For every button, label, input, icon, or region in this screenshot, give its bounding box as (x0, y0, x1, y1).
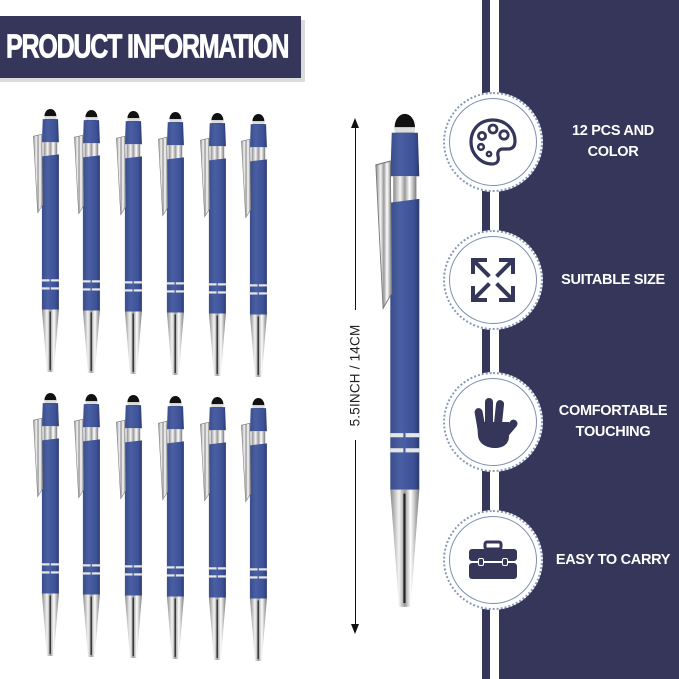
feature-icon-circle (443, 230, 543, 330)
pen-image (197, 396, 231, 673)
pen-image (155, 111, 189, 388)
feature-size: SUITABLE SIZE (443, 230, 679, 330)
feature-comfort: COMFORTABLE TOUCHING (443, 372, 679, 472)
expand-arrows-icon (471, 258, 515, 302)
pen-image (113, 110, 147, 387)
feature-label: SUITABLE SIZE (561, 271, 665, 288)
feature-label: 12 PCS AND COLOR (572, 123, 654, 160)
pen-image (71, 393, 105, 670)
dimension-label: 5.5INCH / 14CM (347, 324, 363, 426)
pen-image (197, 112, 231, 389)
pen-image (30, 392, 64, 669)
arrow-up-icon (351, 118, 359, 128)
pen-image (71, 109, 105, 386)
decorative-stripe (482, 0, 490, 679)
banner-title: PRODUCT INFORMATION (6, 27, 290, 66)
feature-portable: EASY TO CARRY (443, 510, 679, 610)
feature-icon-circle (443, 372, 543, 472)
feature-label: COMFORTABLE TOUCHING (558, 403, 668, 440)
pen-image (155, 395, 189, 672)
arrow-down-icon (351, 624, 359, 634)
feature-label: EASY TO CARRY (555, 551, 671, 568)
toolbox-icon (469, 540, 517, 579)
palette-icon (469, 118, 517, 166)
dimension-label-wrap: 5.5INCH / 14CM (337, 310, 373, 440)
pen-image (238, 397, 272, 674)
pen-image (113, 394, 147, 671)
feature-colors: 12 PCS AND COLOR (443, 92, 679, 192)
product-information-banner: PRODUCT INFORMATION (0, 16, 301, 78)
feature-icon-circle (443, 92, 543, 192)
feature-icon-circle (443, 510, 543, 610)
large-pen-image (370, 112, 428, 627)
pen-image (30, 108, 64, 385)
pen-image (238, 113, 272, 390)
hand-icon (474, 398, 518, 448)
